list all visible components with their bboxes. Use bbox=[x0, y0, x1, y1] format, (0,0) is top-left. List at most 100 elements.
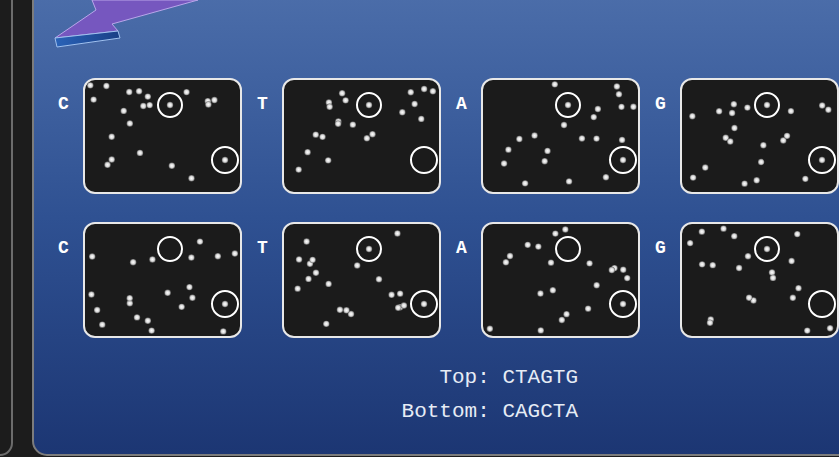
cluster-dot bbox=[313, 131, 319, 137]
cluster-dot bbox=[366, 102, 372, 108]
cluster-dot bbox=[394, 230, 400, 236]
fluorescence-image bbox=[282, 78, 441, 194]
cluster-dot bbox=[531, 132, 537, 138]
cluster-ring bbox=[411, 147, 437, 173]
sequence-readout: Top: CTAGTG bbox=[439, 366, 578, 390]
cluster-dot bbox=[88, 291, 94, 297]
cluster-ring bbox=[809, 291, 835, 317]
cluster-ring bbox=[158, 237, 182, 261]
cluster-dot bbox=[140, 103, 146, 109]
cluster-dot bbox=[609, 267, 615, 273]
arrow-front-face bbox=[55, 31, 120, 47]
cluster-dot bbox=[294, 285, 300, 291]
cluster-dot bbox=[134, 314, 140, 320]
cluster-dot bbox=[788, 258, 794, 264]
cluster-dot bbox=[788, 108, 794, 114]
cluster-dot bbox=[559, 317, 565, 323]
cluster-dot bbox=[566, 178, 572, 184]
cluster-dot bbox=[624, 275, 630, 281]
cluster-dots bbox=[682, 224, 837, 336]
cluster-dot bbox=[137, 150, 143, 156]
fluorescence-image bbox=[282, 222, 441, 338]
flowcell-image-panel: T bbox=[257, 222, 441, 338]
cluster-dot bbox=[790, 295, 796, 301]
cluster-dot bbox=[167, 102, 173, 108]
cluster-dot bbox=[616, 91, 622, 97]
cluster-dot bbox=[220, 328, 226, 334]
side-panel bbox=[0, 0, 12, 455]
cluster-dot bbox=[710, 262, 716, 268]
cluster-dot bbox=[189, 295, 195, 301]
base-letter: A bbox=[456, 94, 467, 114]
cluster-dot bbox=[731, 101, 737, 107]
cluster-ring bbox=[556, 237, 580, 261]
cluster-ring bbox=[212, 291, 238, 317]
cluster-dot bbox=[563, 311, 569, 317]
base-letter: C bbox=[58, 94, 69, 114]
flowcell-image-panel: C bbox=[58, 78, 242, 194]
cluster-ring bbox=[158, 93, 182, 117]
cluster-dot bbox=[552, 230, 558, 236]
cluster-dot bbox=[94, 307, 100, 313]
cluster-ring bbox=[755, 237, 779, 261]
cluster-dot bbox=[562, 226, 568, 232]
cluster-dot bbox=[487, 326, 493, 332]
base-letter: T bbox=[257, 238, 268, 258]
base-letter: C bbox=[58, 238, 69, 258]
cluster-dot bbox=[215, 253, 221, 259]
cluster-dot bbox=[699, 228, 705, 234]
cluster-dot bbox=[99, 321, 105, 327]
cluster-dot bbox=[343, 307, 349, 313]
cluster-dot bbox=[87, 82, 93, 88]
cluster-dots bbox=[85, 80, 240, 192]
cluster-dot bbox=[399, 109, 405, 115]
flowcell-image-panel: G bbox=[655, 222, 839, 338]
cluster-dot bbox=[702, 164, 708, 170]
cluster-dot bbox=[720, 225, 726, 231]
cluster-dot bbox=[825, 106, 831, 112]
cluster-dot bbox=[586, 260, 592, 266]
cluster-dot bbox=[325, 157, 331, 163]
cluster-dot bbox=[303, 238, 309, 244]
cluster-dot bbox=[127, 120, 133, 126]
cluster-dot bbox=[421, 86, 427, 92]
cluster-dot bbox=[148, 327, 154, 333]
cluster-ring bbox=[357, 93, 381, 117]
cluster-dot bbox=[760, 142, 766, 148]
cluster-dot bbox=[537, 290, 543, 296]
cluster-dot bbox=[535, 243, 541, 249]
fluorescence-image bbox=[83, 78, 242, 194]
cluster-dot bbox=[337, 307, 343, 313]
cluster-ring bbox=[357, 237, 381, 261]
cluster-dot bbox=[397, 290, 403, 296]
flowcell-image-panel: G bbox=[655, 78, 839, 194]
cluster-dot bbox=[741, 180, 747, 186]
cluster-dot bbox=[232, 250, 238, 256]
cluster-dot bbox=[146, 102, 152, 108]
flowcell-image-panel: A bbox=[456, 78, 640, 194]
cluster-dot bbox=[296, 256, 302, 262]
cluster-dot bbox=[295, 166, 301, 172]
flowcell-image-panel: A bbox=[456, 222, 640, 338]
cluster-dot bbox=[109, 156, 115, 162]
cluster-dot bbox=[764, 246, 770, 252]
cluster-dot bbox=[169, 163, 175, 169]
cluster-dot bbox=[376, 276, 382, 282]
cluster-ring bbox=[212, 147, 238, 173]
cluster-dot bbox=[630, 104, 636, 110]
flowcell-image-panel: T bbox=[257, 78, 441, 194]
cluster-dot bbox=[561, 122, 567, 128]
cluster-dot bbox=[784, 133, 790, 139]
cluster-dot bbox=[421, 301, 427, 307]
cluster-dot bbox=[764, 102, 770, 108]
fluorescence-image bbox=[481, 222, 640, 338]
cluster-dot bbox=[736, 265, 742, 271]
cluster-dot bbox=[388, 292, 394, 298]
cluster-dot bbox=[211, 97, 217, 103]
cluster-dot bbox=[127, 295, 133, 301]
cluster-dot bbox=[746, 294, 752, 300]
cluster-dot bbox=[794, 231, 800, 237]
cluster-dot bbox=[591, 114, 597, 120]
cluster-dot bbox=[369, 131, 375, 137]
cluster-dot bbox=[690, 174, 696, 180]
